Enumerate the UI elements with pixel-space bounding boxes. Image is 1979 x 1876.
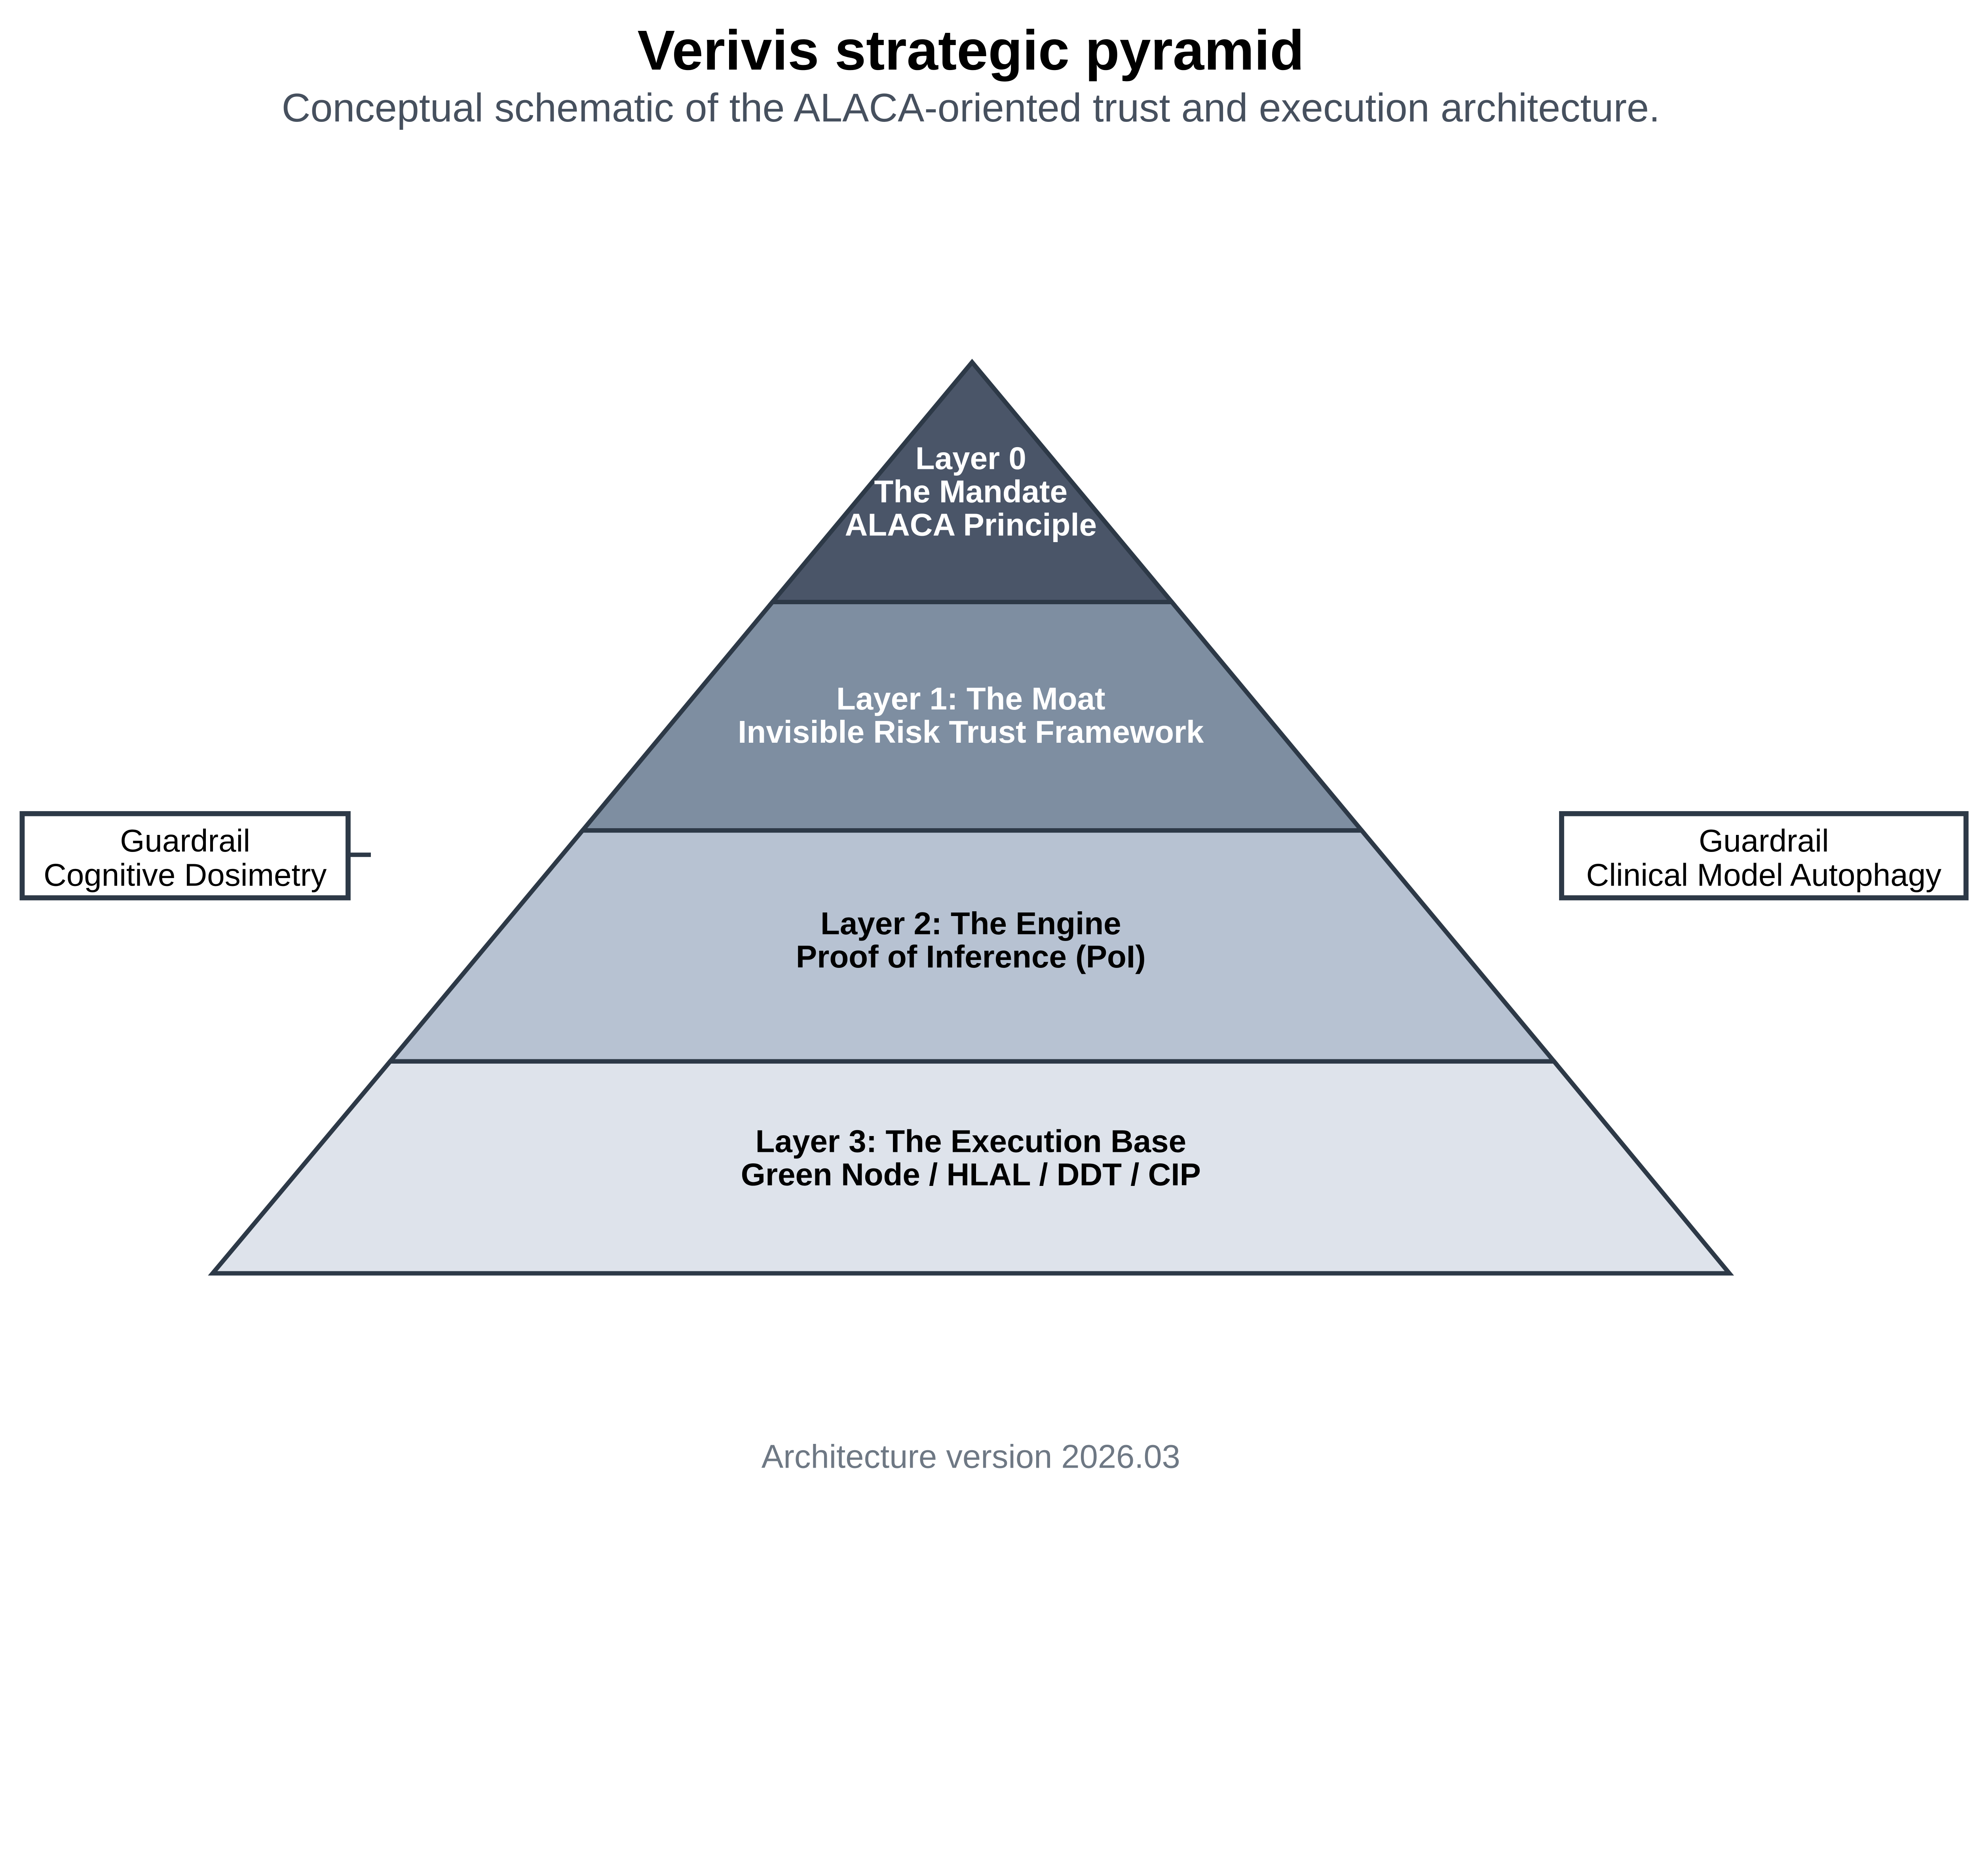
- pyramid-layer-3-label: Layer 3: The Execution Base Green Node /…: [741, 1124, 1201, 1192]
- guardrail-right: Guardrail Clinical Model Autophagy: [1559, 811, 1969, 901]
- layer-0-label-line-3: ALACA Principle: [845, 507, 1097, 543]
- layer-3-label-line-2: Green Node / HLAL / DDT / CIP: [741, 1157, 1201, 1192]
- guardrail-right-line-1: Guardrail: [1699, 823, 1829, 858]
- strategic-pyramid-diagram: Verivis strategic pyramid Conceptual sch…: [19, 19, 1969, 1475]
- version-caption: Architecture version 2026.03: [762, 1438, 1180, 1475]
- pyramid-layer-1-label: Layer 1: The Moat Invisible Risk Trust F…: [738, 681, 1204, 749]
- layer-1-label-line-2: Invisible Risk Trust Framework: [738, 714, 1204, 749]
- pyramid-layer-0-label: Layer 0 The Mandate ALACA Principle: [845, 441, 1097, 543]
- layer-3-label-line-1: Layer 3: The Execution Base: [756, 1124, 1186, 1159]
- pyramid-layer-2-label: Layer 2: The Engine Proof of Inference (…: [796, 906, 1146, 974]
- pyramid-layer-0-shape: [767, 359, 1177, 605]
- layer-1-label-line-1: Layer 1: The Moat: [836, 681, 1105, 716]
- guardrail-right-box: [1559, 811, 1969, 901]
- guardrail-left-box: [19, 811, 351, 901]
- guardrail-left-line-2: Cognitive Dosimetry: [44, 857, 327, 893]
- page-title: Verivis strategic pyramid: [637, 19, 1304, 82]
- page-subtitle: Conceptual schematic of the ALACA-orient…: [282, 86, 1660, 130]
- layer-0-label-line-1: Layer 0: [915, 441, 1026, 476]
- guardrail-left: Guardrail Cognitive Dosimetry: [19, 811, 371, 901]
- layer-2-label-line-2: Proof of Inference (PoI): [796, 939, 1146, 974]
- guardrail-right-line-2: Clinical Model Autophagy: [1586, 857, 1942, 893]
- layer-2-label-line-1: Layer 2: The Engine: [820, 906, 1121, 941]
- pyramid: Layer 0 The Mandate ALACA Principle Laye…: [208, 359, 1734, 1276]
- layer-0-label-line-2: The Mandate: [874, 474, 1068, 509]
- guardrail-left-line-1: Guardrail: [120, 823, 250, 858]
- diagram-canvas: Verivis strategic pyramid Conceptual sch…: [19, 19, 1969, 1475]
